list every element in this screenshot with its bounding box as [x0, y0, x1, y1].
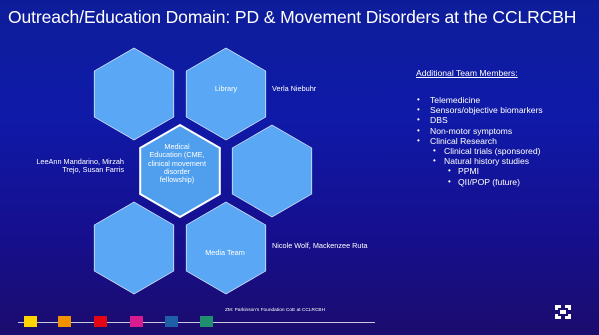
- hexagon-library: [185, 47, 267, 141]
- team-subitem: Clinical trials (sponsored): [430, 146, 596, 156]
- team-item: Sensors/objective biomarkers: [416, 105, 596, 115]
- team-subsubitem: QII/POP (future): [444, 177, 596, 187]
- team-subitem: Natural history studies PPMI QII/POP (fu…: [430, 156, 596, 187]
- footer-color-square: [58, 316, 71, 327]
- clinical-research-sublist: Clinical trials (sponsored) Natural hist…: [430, 146, 596, 187]
- footer-color-square: [165, 316, 178, 327]
- additional-team-list: Telemedicine Sensors/objective biomarker…: [416, 95, 596, 187]
- footer-color-square: [24, 316, 37, 327]
- hexagon-middle-right: [231, 124, 313, 218]
- natural-history-sublist: PPMI QII/POP (future): [444, 166, 596, 187]
- hex-label-media-team: Media Team: [205, 248, 245, 257]
- footer-color-square: [94, 316, 107, 327]
- media-members-label: Nicole Wolf, Mackenzee Ruta: [272, 241, 368, 250]
- hex-label-library: Library: [214, 84, 238, 93]
- footer-text: ZM: Parkinson's Foundation CoE at CCLRCB…: [225, 308, 326, 313]
- education-members-label: LeeAnn Mandarino, Mirzah Trejo, Susan Fa…: [36, 157, 124, 175]
- team-item: Clinical Research Clinical trials (spons…: [416, 136, 596, 187]
- team-subsubitem: PPMI: [444, 166, 596, 176]
- additional-team-heading: Additional Team Members:: [416, 68, 518, 78]
- footer-color-square: [200, 316, 213, 327]
- hexagon-bottom-left: [93, 201, 175, 295]
- hexagon-top-left: [93, 47, 175, 141]
- team-item: Non-motor symptoms: [416, 126, 596, 136]
- footer-divider: [18, 322, 375, 323]
- library-member-label: Verla Niebuhr: [272, 84, 317, 93]
- logo-icon: [555, 305, 571, 319]
- hexagon-media-team: [185, 201, 267, 295]
- additional-team-panel: Additional Team Members: Telemedicine Se…: [416, 68, 596, 187]
- team-item: DBS: [416, 115, 596, 125]
- hexagon-medical-education: [139, 123, 221, 219]
- hex-label-medical-education: Medical Education (CME, clinical movemen…: [148, 142, 206, 185]
- slide-title: Outreach/Education Domain: PD & Movement…: [8, 7, 577, 27]
- team-item: Telemedicine: [416, 95, 596, 105]
- footer-color-square: [130, 316, 143, 327]
